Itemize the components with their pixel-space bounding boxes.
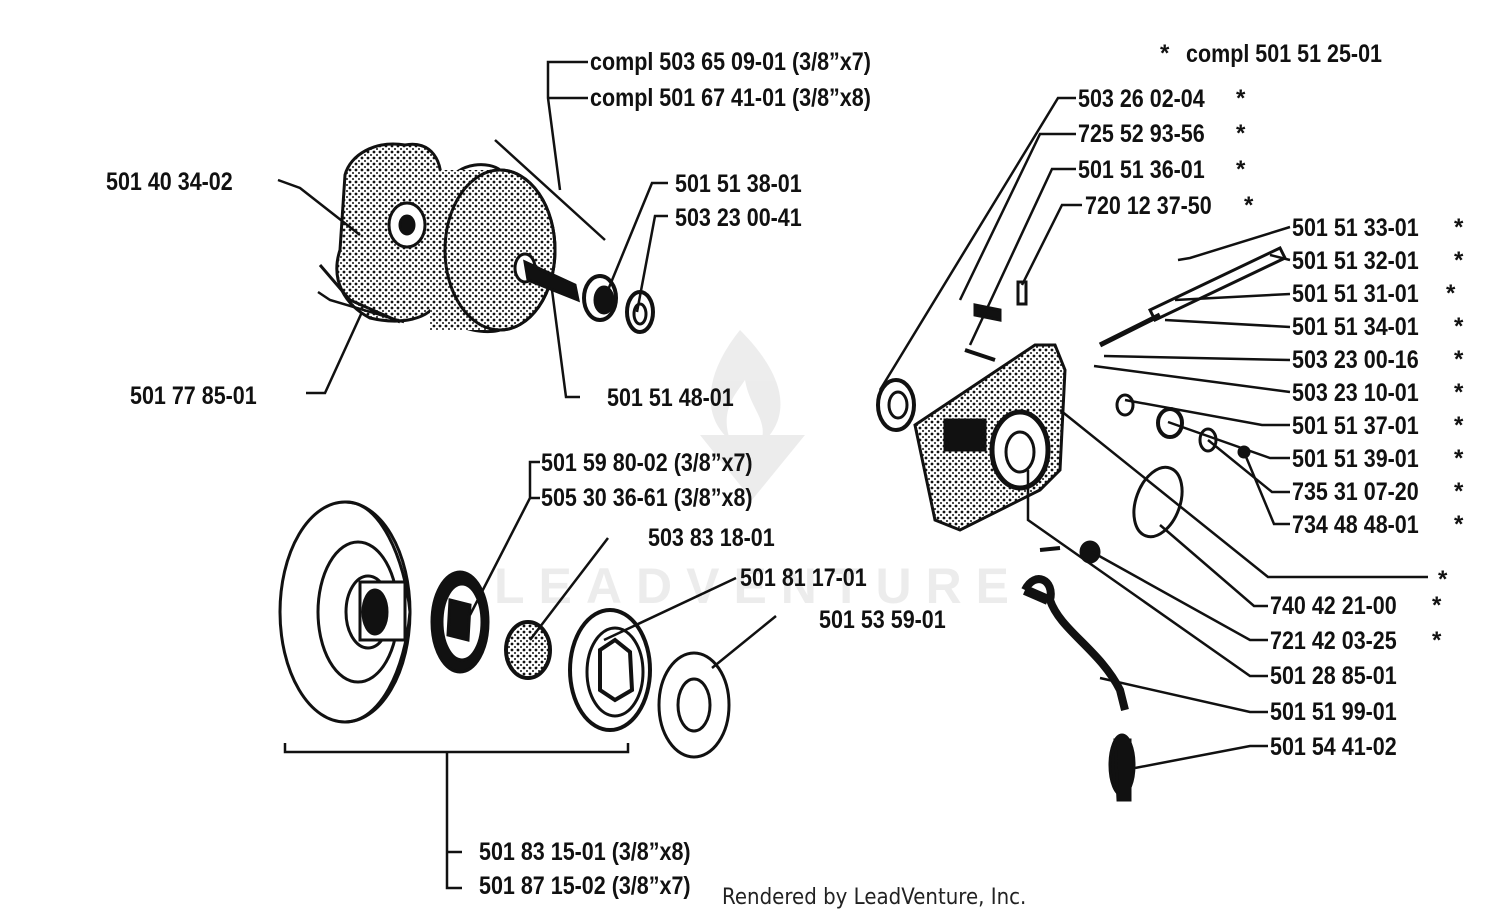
label-compl-501-67-41-01: compl 501 67 41-01 (3/8”x8) (590, 84, 871, 112)
credit-text: Rendered by LeadVenture, Inc. (722, 885, 1027, 910)
asterisk-725-52-93-56: * (1236, 120, 1246, 147)
label-501-51-39-01: 501 51 39-01 (1292, 445, 1419, 473)
asterisk-501-51-37-01: * (1454, 412, 1464, 439)
asterisk-501-51-32-01: * (1454, 247, 1464, 274)
watermark-text: LEADVENTURE (494, 558, 1024, 614)
label-501-51-31-01: 501 51 31-01 (1292, 280, 1419, 308)
label-503-23-10-01: 503 23 10-01 (1292, 379, 1419, 407)
asterisk-501-51-34-01: * (1454, 313, 1464, 340)
label-501-51-99-01: 501 51 99-01 (1270, 698, 1397, 726)
clutch-drum-illustration (278, 500, 731, 759)
label-501-51-33-01: 501 51 33-01 (1292, 214, 1419, 242)
asterisk-720-12-37-50: * (1244, 192, 1254, 219)
asterisk-501-51-36-01: * (1236, 156, 1246, 183)
label-501-83-15-01: 501 83 15-01 (3/8”x8) (479, 838, 691, 866)
label-734-48-48-01: 734 48 48-01 (1292, 511, 1419, 539)
label-501-81-17-01: 501 81 17-01 (740, 564, 867, 592)
label-501-53-59-01: 501 53 59-01 (819, 606, 946, 634)
label-721-42-03-25: 721 42 03-25 (1270, 627, 1397, 655)
label-501-59-80-02: 501 59 80-02 (3/8”x7) (541, 449, 753, 477)
asterisk-compl-right: * (1160, 40, 1170, 67)
label-501-54-41-02: 501 54 41-02 (1270, 733, 1397, 761)
clutch-assembly-illustration (318, 142, 655, 334)
label-505-30-36-61: 505 30 36-61 (3/8”x8) (541, 484, 753, 512)
label-720-12-37-50: 720 12 37-50 (1085, 192, 1212, 220)
asterisk-501-51-39-01: * (1454, 445, 1464, 472)
label-501-87-15-02: 501 87 15-02 (3/8”x7) (479, 872, 691, 900)
label-501-51-34-01: 501 51 34-01 (1292, 313, 1419, 341)
label-501-51-32-01: 501 51 32-01 (1292, 247, 1419, 275)
label-501-77-85-01: 501 77 85-01 (130, 382, 257, 410)
label-740-42-21-00: 740 42 21-00 (1270, 592, 1397, 620)
asterisk-503-23-10-01: * (1454, 379, 1464, 406)
label-compl-503-65-09-01: compl 503 65 09-01 (3/8”x7) (590, 48, 871, 76)
asterisk-501-51-31-01: * (1446, 280, 1456, 307)
asterisk-503-26-02-04: * (1236, 85, 1246, 112)
label-503-23-00-41: 503 23 00-41 (675, 204, 802, 232)
oil-pump-illustration (876, 246, 1288, 802)
asterisk-503-23-00-16: * (1454, 346, 1464, 373)
watermark-flame-icon (700, 330, 805, 500)
label-725-52-93-56: 725 52 93-56 (1078, 120, 1205, 148)
label-501-28-85-01: 501 28 85-01 (1270, 662, 1397, 690)
asterisk-721-42-03-25: * (1432, 627, 1442, 654)
label-503-83-18-01: 503 83 18-01 (648, 524, 775, 552)
label-501-51-38-01: 501 51 38-01 (675, 170, 802, 198)
label-501-51-48-01: 501 51 48-01 (607, 384, 734, 412)
label-503-26-02-04: 503 26 02-04 (1078, 85, 1205, 113)
label-501-51-36-01: 501 51 36-01 (1078, 156, 1205, 184)
asterisk-740-42-21-00: * (1432, 592, 1442, 619)
asterisk-bracket-right: * (1438, 566, 1448, 593)
label-compl-501-51-25-01: compl 501 51 25-01 (1186, 40, 1383, 68)
asterisk-734-48-48-01: * (1454, 511, 1464, 538)
label-501-40-34-02: 501 40 34-02 (106, 168, 233, 196)
leader-lines (277, 60, 1428, 890)
asterisk-501-51-33-01: * (1454, 214, 1464, 241)
label-501-51-37-01: 501 51 37-01 (1292, 412, 1419, 440)
label-503-23-00-16: 503 23 00-16 (1292, 346, 1419, 374)
asterisk-735-31-07-20: * (1454, 478, 1464, 505)
label-735-31-07-20: 735 31 07-20 (1292, 478, 1419, 506)
